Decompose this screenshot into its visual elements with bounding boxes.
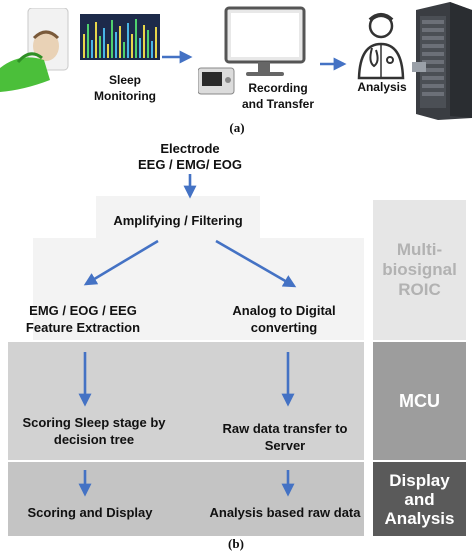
raw-transfer-label: Raw data transfer to Server	[222, 421, 348, 453]
computer-monitor-icon	[198, 6, 306, 95]
amplifying-label: Amplifying / Filtering	[113, 213, 243, 228]
arrow-amp-to-feature	[83, 239, 159, 286]
side-label-roic: Multi- biosignal ROIC	[373, 200, 466, 340]
mcu-band	[8, 342, 364, 460]
recording-label: Recording and Transfer	[241, 81, 315, 111]
arrow-amp-to-adc	[215, 239, 297, 288]
caption-a: (a)	[229, 120, 245, 135]
recording-device-icon	[198, 67, 235, 95]
adc-label: Analog to Digital converting	[232, 303, 336, 335]
roic-band	[33, 238, 364, 340]
scoring-display-label: Scoring and Display	[27, 505, 153, 520]
doctor-icon	[357, 13, 405, 80]
amplifying-box	[96, 196, 260, 240]
eeg-monitor-icon	[80, 14, 160, 60]
side-label-display: Display and Analysis	[373, 462, 466, 536]
sleep-monitoring-label: Sleep Monitoring	[94, 73, 156, 103]
display-band	[8, 462, 364, 536]
side-label-mcu: MCU	[373, 342, 466, 460]
server-rack-icon	[412, 2, 472, 120]
sleeping-person-icon	[0, 8, 69, 92]
scoring-tree-label: Scoring Sleep stage by decision tree	[22, 415, 166, 447]
electrode-label: Electrode	[160, 141, 220, 156]
signals-label: EEG / EMG/ EOG	[137, 157, 243, 172]
feature-extraction-label: EMG / EOG / EEG Feature Extraction	[25, 303, 141, 335]
analysis-raw-label: Analysis based raw data	[209, 505, 361, 520]
caption-b: (b)	[228, 536, 244, 551]
analysis-label: Analysis	[357, 80, 407, 94]
